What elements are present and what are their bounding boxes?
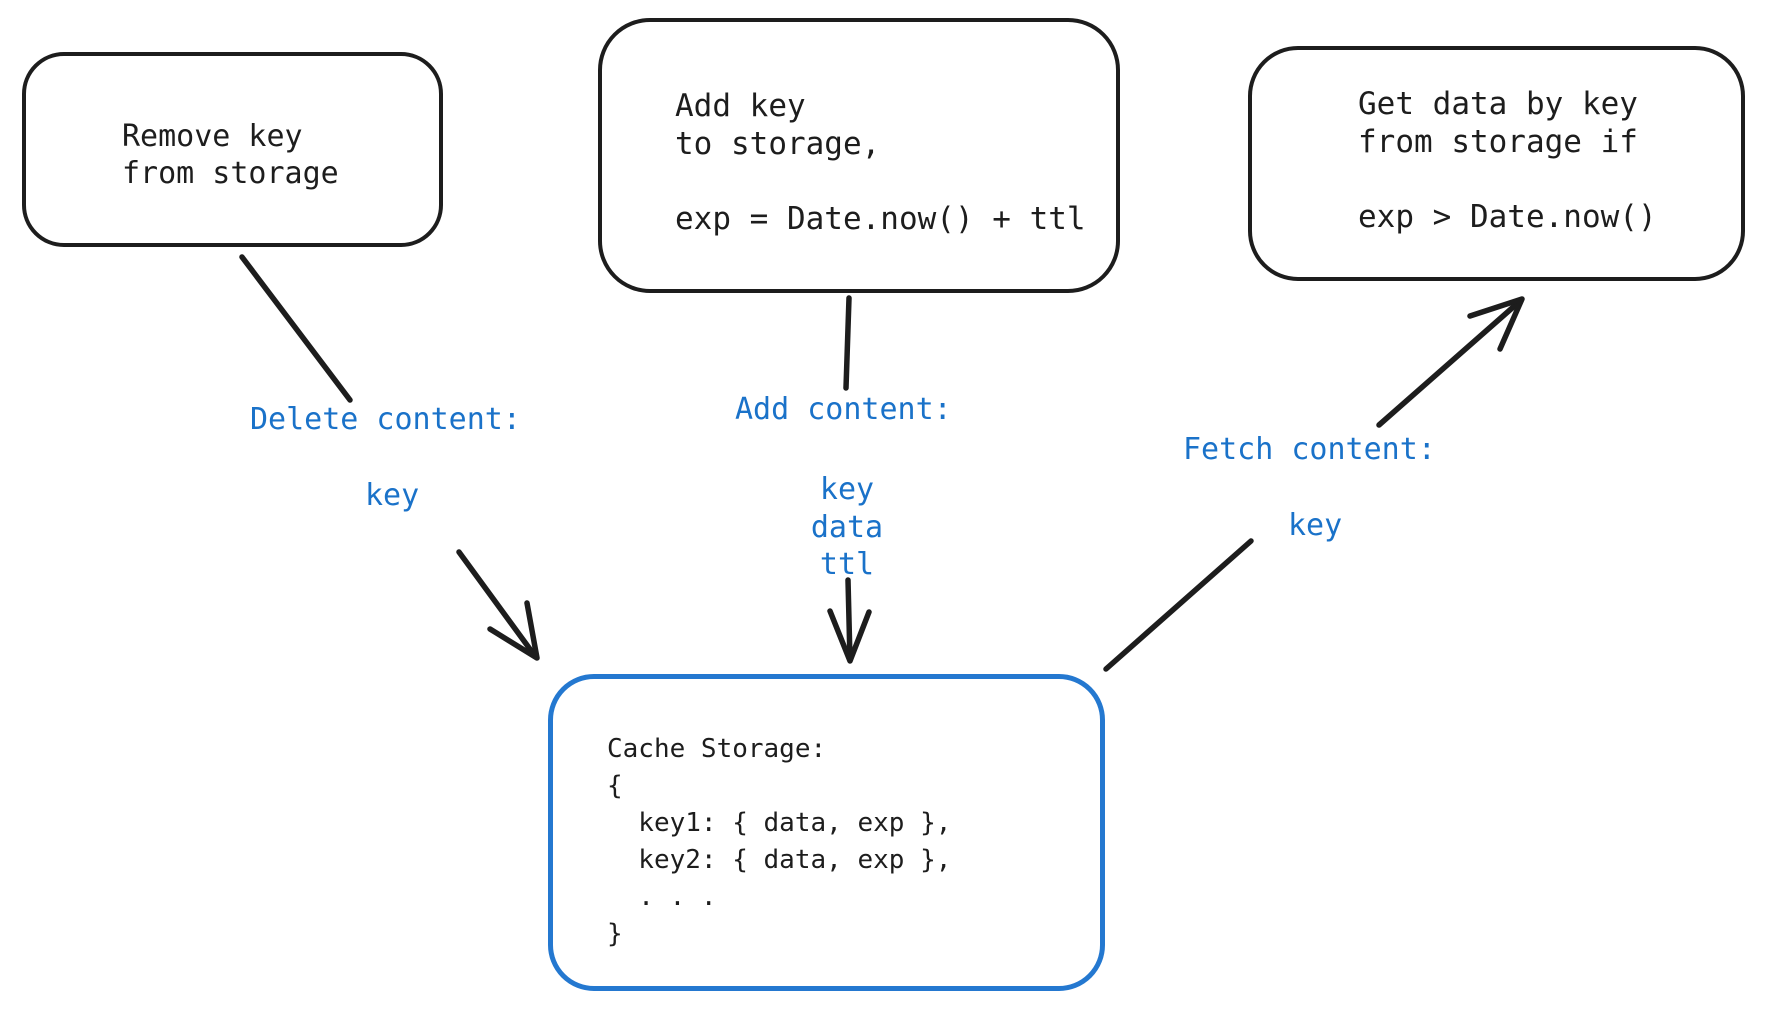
node-add-key-text: Add key to storage, exp = Date.now() + t… xyxy=(675,88,1086,237)
node-cache-storage: Cache Storage: { key1: { data, exp }, ke… xyxy=(548,674,1105,991)
fetch-arrow xyxy=(1103,296,1525,672)
node-remove-key: Remove key from storage xyxy=(22,52,443,247)
node-add-key: Add key to storage, exp = Date.now() + t… xyxy=(598,18,1120,293)
add-content-params: key data ttl xyxy=(810,472,884,582)
delete-arrow xyxy=(239,254,540,661)
node-remove-key-text: Remove key from storage xyxy=(122,119,339,191)
add-content-label: Add content: xyxy=(735,392,952,427)
delete-content-params: key xyxy=(365,478,420,513)
node-cache-storage-text: Cache Storage: { key1: { data, exp }, ke… xyxy=(607,734,952,949)
delete-content-label: Delete content: xyxy=(250,402,521,437)
node-get-data-text: Get data by key from storage if exp > Da… xyxy=(1358,86,1657,235)
add-arrow xyxy=(827,295,872,664)
node-get-data: Get data by key from storage if exp > Da… xyxy=(1248,46,1745,281)
fetch-content-params: key xyxy=(1288,508,1343,543)
fetch-content-label: Fetch content: xyxy=(1183,432,1436,467)
